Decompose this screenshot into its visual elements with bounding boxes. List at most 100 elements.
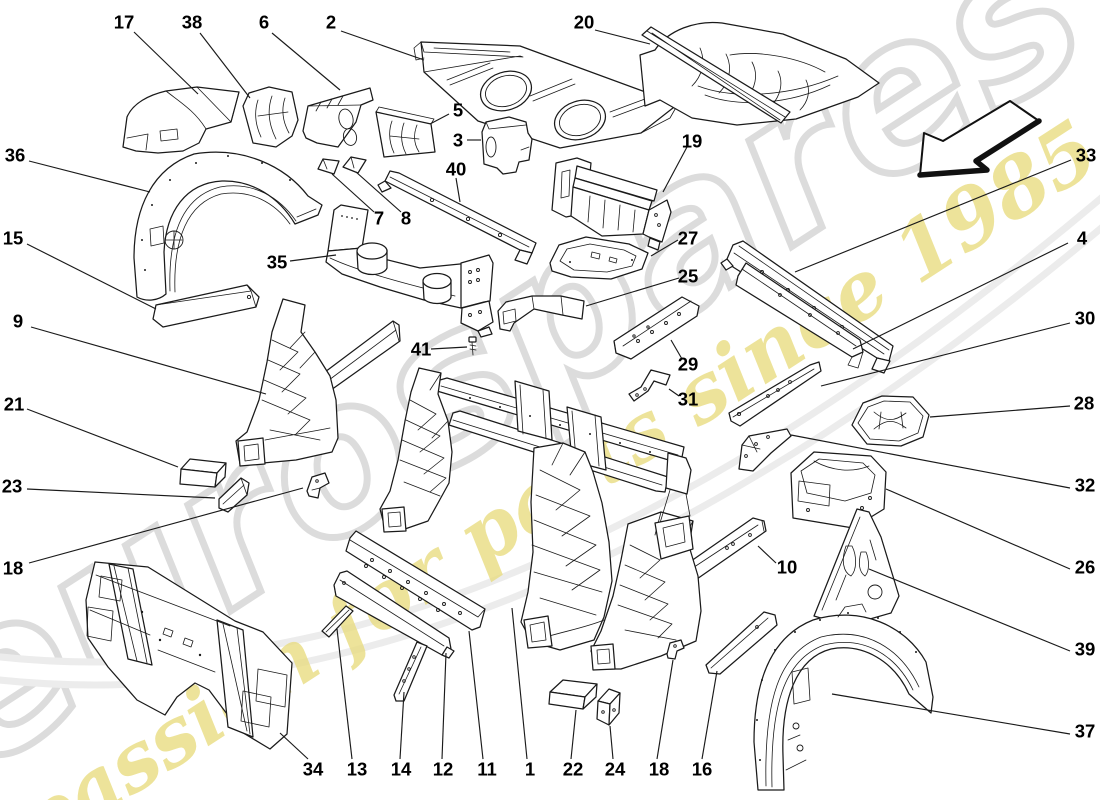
- leader-line-35: [289, 254, 337, 262]
- leader-line-8: [355, 171, 402, 213]
- part-14-drawing: [393, 641, 428, 702]
- leader-line-41: [430, 346, 468, 350]
- part-7-drawing: [317, 158, 340, 175]
- part-34-drawing: [85, 561, 293, 750]
- part-17-drawing: [122, 86, 240, 154]
- callout-label-11: 11: [477, 759, 497, 780]
- leader-line-12: [441, 652, 447, 760]
- callout-label-31: 31: [678, 389, 699, 410]
- direction-arrow-icon: [917, 100, 1042, 178]
- leader-line-37: [831, 693, 1071, 735]
- callout-label-35: 35: [267, 252, 288, 273]
- part-35-drawing: [325, 204, 494, 338]
- callout-label-3: 3: [453, 130, 463, 151]
- leader-line-28: [929, 405, 1071, 418]
- callout-label-9: 9: [13, 311, 23, 332]
- part-20-drawing: [639, 21, 880, 126]
- part-18a-drawing: [306, 472, 330, 499]
- callout-label-24: 24: [605, 759, 626, 780]
- part-16-drawing: [705, 611, 778, 675]
- callout-label-18: 18: [649, 759, 670, 780]
- leader-line-22: [570, 709, 577, 760]
- leader-line-30: [820, 322, 1071, 387]
- callout-label-13: 13: [347, 759, 368, 780]
- callout-label-21: 21: [4, 394, 25, 415]
- callout-label-14: 14: [391, 759, 412, 780]
- part-12-drawing: [333, 570, 455, 659]
- leader-line-2: [340, 30, 425, 61]
- part-11-drawing: [345, 530, 486, 631]
- part-26-drawing: [790, 451, 887, 529]
- leader-line-38: [199, 32, 251, 99]
- callout-label-38: 38: [182, 12, 203, 33]
- callout-label-23: 23: [2, 476, 23, 497]
- part-32-drawing: [738, 428, 792, 472]
- part-8-drawing: [342, 156, 367, 174]
- callout-label-5: 5: [453, 100, 463, 121]
- part-6-drawing: [302, 87, 374, 148]
- leader-line-36: [28, 160, 151, 193]
- callout-label-12: 12: [433, 759, 454, 780]
- callout-label-34: 34: [303, 759, 324, 780]
- leader-line-15: [26, 243, 157, 310]
- callout-label-17: 17: [114, 12, 135, 33]
- callout-label-20: 20: [574, 12, 595, 33]
- leader-line-10: [757, 545, 777, 564]
- part-23-drawing: [218, 477, 250, 513]
- part-1-drawing: [379, 367, 694, 651]
- part-9-drawing: [235, 298, 401, 467]
- callout-label-27: 27: [678, 228, 699, 249]
- callout-label-18: 18: [3, 558, 24, 579]
- part-24-drawing: [596, 688, 621, 726]
- callout-label-30: 30: [1075, 308, 1096, 329]
- part-28-drawing: [851, 395, 930, 447]
- callout-label-22: 22: [563, 759, 584, 780]
- callout-label-36: 36: [5, 145, 26, 166]
- part-29-drawing: [613, 296, 700, 360]
- part-15-drawing: [152, 284, 260, 328]
- leader-line-16: [701, 670, 718, 760]
- leader-line-20: [594, 29, 651, 45]
- leader-line-29: [670, 339, 683, 360]
- leader-line-14: [399, 691, 405, 760]
- part-41-drawing: [468, 336, 477, 356]
- watermark-swoosh-inner: [0, 203, 1100, 682]
- part-39-drawing: [813, 508, 900, 622]
- leader-line-26: [885, 488, 1071, 570]
- part-37-drawing: [753, 603, 934, 791]
- part-38-drawing: [242, 86, 299, 148]
- part-4-drawing: [735, 262, 864, 369]
- callout-label-40: 40: [446, 159, 467, 180]
- part-18b-drawing: [666, 639, 685, 660]
- leader-line-18: [28, 487, 304, 564]
- callout-label-2: 2: [326, 12, 336, 33]
- callout-label-29: 29: [678, 354, 699, 375]
- leader-line-9: [30, 326, 267, 395]
- leader-line-23: [26, 488, 216, 499]
- leader-line-25: [585, 277, 680, 307]
- leader-line-11: [468, 630, 484, 760]
- leader-line-1: [511, 607, 528, 760]
- leader-line-7: [331, 173, 375, 213]
- callout-label-19: 19: [682, 131, 703, 152]
- part-27-drawing: [549, 236, 649, 280]
- callout-label-26: 26: [1075, 557, 1096, 578]
- leader-line-40: [455, 177, 461, 203]
- callout-label-39: 39: [1075, 639, 1096, 660]
- part-30-drawing: [728, 361, 822, 427]
- callout-label-7: 7: [374, 208, 384, 229]
- leader-line-34: [279, 732, 309, 760]
- callout-label-10: 10: [777, 557, 798, 578]
- leader-line-24: [609, 725, 614, 760]
- part-21-drawing: [179, 458, 227, 488]
- callout-label-28: 28: [1074, 393, 1095, 414]
- callout-label-33: 33: [1076, 145, 1097, 166]
- part-25-drawing: [497, 295, 585, 332]
- callout-label-6: 6: [259, 12, 269, 33]
- leader-line-33: [794, 159, 1072, 273]
- part-5-drawing: [375, 106, 436, 158]
- part-3-drawing: [481, 116, 533, 175]
- leader-line-19: [662, 146, 688, 193]
